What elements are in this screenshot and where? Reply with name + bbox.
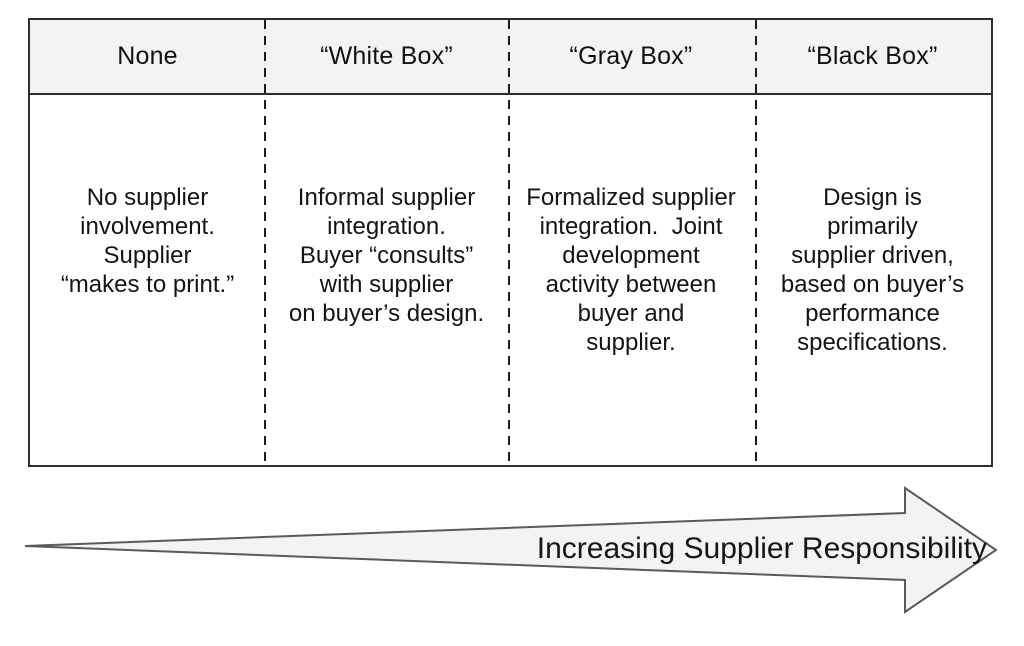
column-body-none: No supplier involvement. Supplier “makes…	[60, 184, 235, 298]
integration-levels-table: None “White Box” “Gray Box” “Black Box” …	[28, 18, 993, 467]
column-body-black-box: Design is primarily supplier driven, bas…	[780, 184, 965, 356]
table-header-row: None “White Box” “Gray Box” “Black Box”	[30, 20, 991, 95]
table-body-row: No supplier involvement. Supplier “makes…	[30, 95, 991, 467]
arrow-label: Increasing Supplier Responsibility	[536, 532, 987, 565]
column-header-gray-box: “Gray Box”	[569, 42, 693, 70]
column-header-none: None	[117, 42, 178, 70]
column-header-white-box: “White Box”	[320, 42, 453, 70]
column-divider-3	[755, 20, 757, 465]
column-header-black-box: “Black Box”	[807, 42, 938, 70]
column-body-gray-box: Formalized supplier integration. Joint d…	[526, 184, 736, 356]
column-divider-2	[508, 20, 510, 465]
column-divider-1	[264, 20, 266, 465]
right-arrow-shape	[24, 486, 998, 614]
column-body-white-box: Informal supplier integration. Buyer “co…	[288, 184, 485, 327]
